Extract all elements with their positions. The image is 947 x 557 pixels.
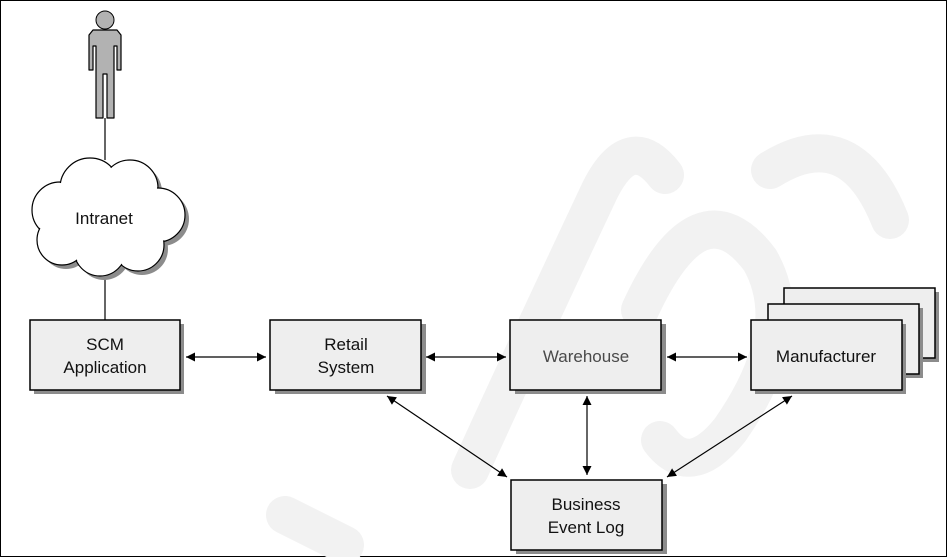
manufacturer-eventlog-arrow bbox=[666, 395, 793, 478]
retail-system-box: Retail System bbox=[269, 319, 426, 394]
warehouse-label: Warehouse bbox=[543, 347, 629, 366]
business-event-log-box: Business Event Log bbox=[510, 479, 667, 554]
manufacturer-box-stack: Manufacturer bbox=[750, 287, 939, 394]
cloud-icon: Intranet bbox=[31, 157, 189, 280]
manufacturer-label: Manufacturer bbox=[776, 347, 876, 366]
person-icon bbox=[88, 10, 122, 119]
scm-label-line2: Application bbox=[63, 358, 146, 377]
eventlog-label-line1: Business bbox=[552, 495, 621, 514]
scm-application-box: SCM Application bbox=[29, 319, 184, 394]
scm-label-line1: SCM bbox=[86, 335, 124, 354]
warehouse-box: Warehouse bbox=[509, 319, 666, 394]
connectors bbox=[104, 118, 793, 478]
retail-eventlog-arrow bbox=[386, 395, 508, 478]
retail-label-line1: Retail bbox=[324, 335, 367, 354]
intranet-label: Intranet bbox=[75, 209, 133, 228]
retail-label-line2: System bbox=[318, 358, 375, 377]
eventlog-label-line2: Event Log bbox=[548, 518, 625, 537]
